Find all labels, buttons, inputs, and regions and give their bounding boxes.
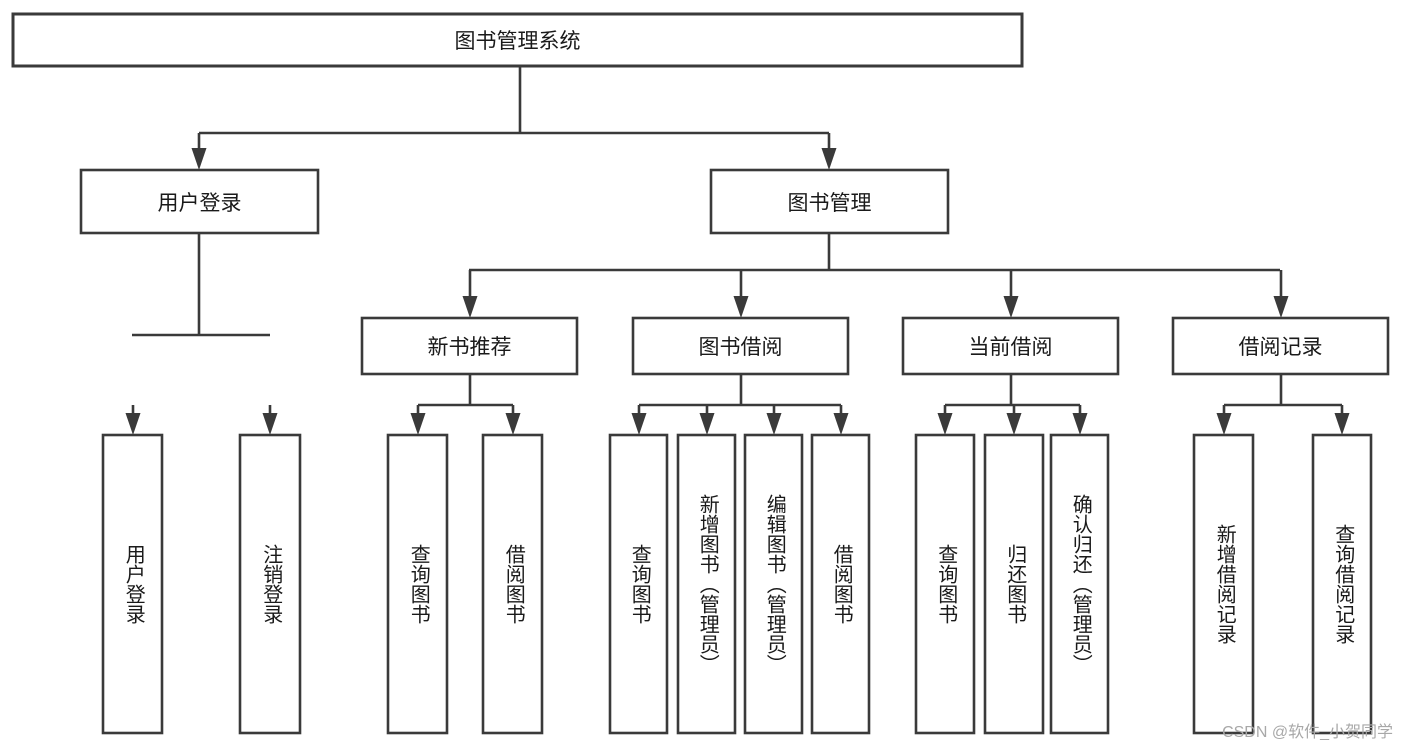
arrow-head-icon xyxy=(410,413,426,435)
node-box-leaf-query-record[interactable] xyxy=(1311,433,1373,735)
node-box-leaf-borrow-book-1[interactable] xyxy=(481,433,544,735)
arrow-head-icon xyxy=(1003,296,1019,318)
node-box-leaf-user-login[interactable] xyxy=(101,433,164,735)
node-boxes xyxy=(11,12,1390,735)
node-box-leaf-query-book-1[interactable] xyxy=(386,433,449,735)
node-box-leaf-query-book-2[interactable] xyxy=(608,433,669,735)
arrow-head-icon xyxy=(821,148,837,170)
node-box-root[interactable] xyxy=(11,12,1024,68)
node-box-login[interactable] xyxy=(79,168,320,235)
node-box-records[interactable] xyxy=(1171,316,1390,376)
node-box-current[interactable] xyxy=(901,316,1120,376)
arrow-head-icon xyxy=(1006,413,1022,435)
connector-lines xyxy=(125,66,1350,435)
arrow-head-icon xyxy=(1216,413,1232,435)
node-box-newbook[interactable] xyxy=(360,316,579,376)
arrow-head-icon xyxy=(505,413,521,435)
node-box-leaf-add-book[interactable] xyxy=(676,433,737,735)
arrow-head-icon xyxy=(833,413,849,435)
node-box-leaf-return-book[interactable] xyxy=(983,433,1045,735)
arrow-head-icon xyxy=(125,413,141,435)
arrow-head-icon xyxy=(1072,413,1088,435)
node-box-leaf-confirm-return[interactable] xyxy=(1049,433,1110,735)
arrow-head-icon xyxy=(699,413,715,435)
arrow-head-icon xyxy=(733,296,749,318)
arrow-head-icon xyxy=(937,413,953,435)
arrow-head-icon xyxy=(766,413,782,435)
node-box-leaf-logout[interactable] xyxy=(238,433,302,735)
watermark: CSDN @软件_小贺同学 xyxy=(1222,724,1393,741)
node-box-leaf-add-record[interactable] xyxy=(1192,433,1255,735)
arrow-head-icon xyxy=(1273,296,1289,318)
node-box-leaf-edit-book[interactable] xyxy=(743,433,804,735)
node-box-leaf-query-book-3[interactable] xyxy=(914,433,976,735)
arrow-head-icon xyxy=(631,413,647,435)
arrow-head-icon xyxy=(191,148,207,170)
arrow-head-icon xyxy=(462,296,478,318)
node-box-leaf-borrow-book-2[interactable] xyxy=(810,433,871,735)
node-box-bookmgmt[interactable] xyxy=(709,168,950,235)
arrow-head-icon xyxy=(1334,413,1350,435)
arrow-head-icon xyxy=(262,413,278,435)
node-box-borrow[interactable] xyxy=(631,316,850,376)
